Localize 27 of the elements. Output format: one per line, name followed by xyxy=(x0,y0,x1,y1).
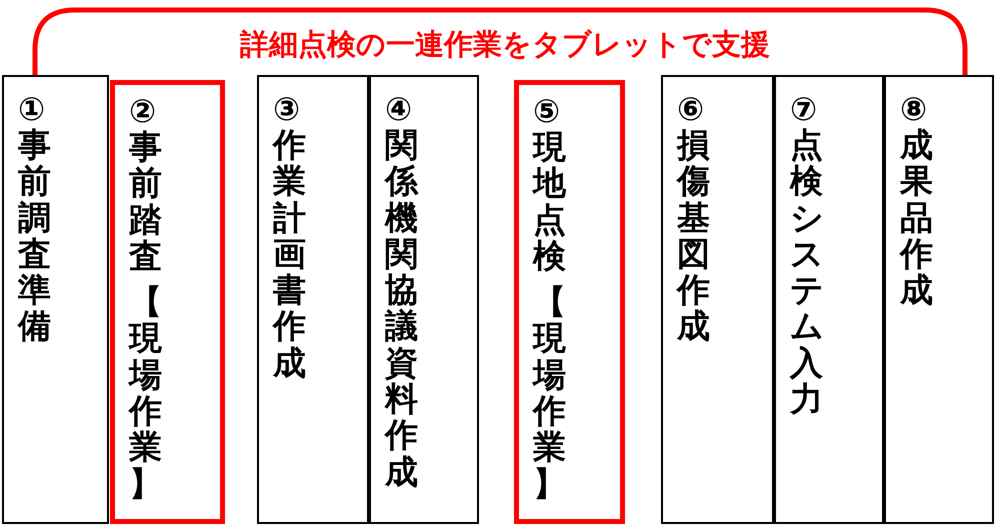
step-column xyxy=(110,80,225,524)
step-label: 事前調査準備 xyxy=(18,127,51,345)
step-column xyxy=(774,75,884,524)
step-number: ① xyxy=(18,91,46,127)
step-column xyxy=(369,75,479,524)
step-column xyxy=(884,75,994,524)
step-number: ② xyxy=(129,93,156,129)
step-label: 成果品作成 xyxy=(900,127,933,308)
step-number: ⑧ xyxy=(900,91,928,127)
step-label: 損傷基図作成 xyxy=(677,127,710,345)
step-label: 【現場作業】 xyxy=(129,284,162,502)
step-column xyxy=(2,75,109,524)
title: 詳細点検の一連作業をタブレットで支援 xyxy=(238,26,771,62)
step-label: 事前踏査 xyxy=(129,129,162,274)
step-column xyxy=(514,80,625,524)
step-column xyxy=(661,75,774,524)
step-number: ④ xyxy=(385,91,412,127)
step-label: 現地点検 xyxy=(533,129,566,274)
step-label: 【現場作業】 xyxy=(533,284,566,502)
step-number: ⑦ xyxy=(790,91,818,127)
step-number: ③ xyxy=(273,91,300,127)
step-label: 点検システム入力 xyxy=(790,127,823,418)
step-label: 関係機関協議資料作成 xyxy=(385,127,418,490)
step-number: ⑥ xyxy=(677,91,704,127)
step-label: 作業計画書作成 xyxy=(273,127,306,382)
step-number: ⑤ xyxy=(533,93,560,129)
step-column xyxy=(257,75,369,524)
